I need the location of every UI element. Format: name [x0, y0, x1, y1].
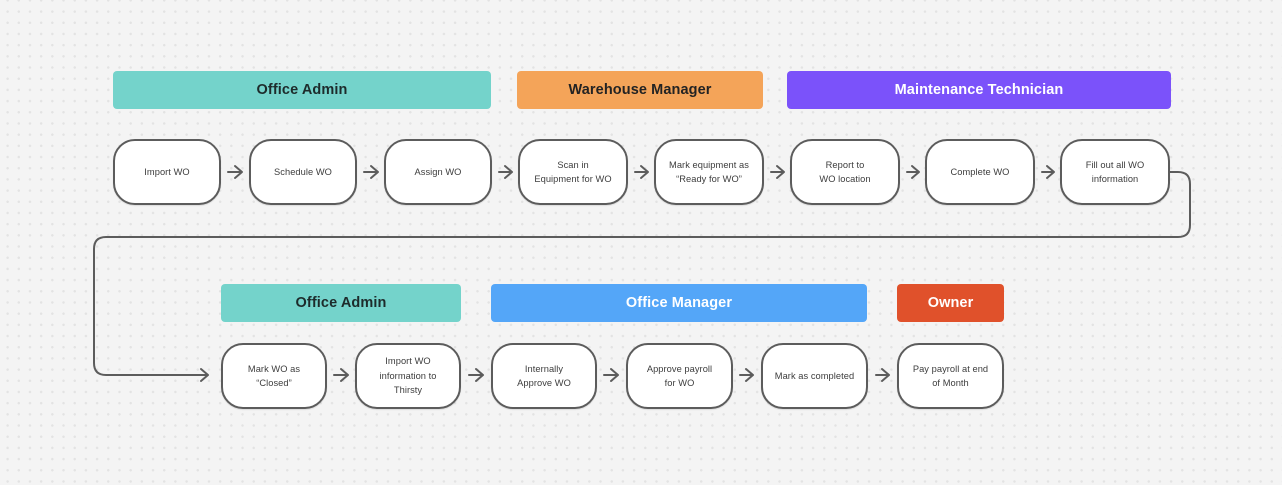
lane-header-label: Maintenance Technician: [894, 81, 1064, 98]
arrowhead-icon: [234, 165, 243, 179]
connector-complete-to-fill-out: [1041, 165, 1055, 179]
lane-header-label: Warehouse Manager: [568, 81, 712, 98]
process-node-pay-payroll-month[interactable]: Pay payroll at end of Month: [897, 343, 1004, 409]
process-node-internally-approve-wo[interactable]: Internally Approve WO: [491, 343, 597, 409]
process-node-scan-in-equipment[interactable]: Scan in Equipment for WO: [518, 139, 628, 205]
lane-header-maintenance-technician[interactable]: Maintenance Technician: [787, 71, 1171, 109]
arrowhead-icon: [370, 165, 379, 179]
lane-header-label: Office Admin: [295, 294, 387, 311]
process-node-mark-equipment-ready[interactable]: Mark equipment as “Ready for WO”: [654, 139, 764, 205]
process-node-label: Mark equipment as “Ready for WO”: [669, 159, 749, 184]
process-node-mark-as-completed[interactable]: Mark as completed: [761, 343, 868, 409]
connector-assign-to-scan: [498, 165, 513, 179]
process-node-complete-wo[interactable]: Complete WO: [925, 139, 1035, 205]
process-node-label: Mark as completed: [774, 370, 855, 381]
lane-header-warehouse-manager[interactable]: Warehouse Manager: [517, 71, 763, 109]
process-node-assign-wo[interactable]: Assign WO: [384, 139, 492, 205]
connector-mark-ready-to-report: [770, 165, 785, 179]
process-node-label: Assign WO: [414, 166, 462, 177]
lane-header-label: Office Manager: [625, 294, 733, 311]
connector-mark-closed-to-import-thirsty: [333, 368, 349, 382]
process-node-label: Import WO information to Thirsty: [379, 356, 437, 396]
connector-report-to-complete: [906, 165, 920, 179]
process-node-fill-out-wo-info[interactable]: Fill out all WO information: [1060, 139, 1170, 205]
process-node-label: Approve payroll for WO: [646, 363, 713, 388]
lane-header-office-manager[interactable]: Office Manager: [491, 284, 867, 322]
arrowhead-icon: [475, 368, 484, 382]
connector-import-to-schedule: [227, 165, 243, 179]
lane-header-label: Office Admin: [256, 81, 348, 98]
lane-header-office-admin-2[interactable]: Office Admin: [221, 284, 461, 322]
arrowhead-icon: [504, 165, 513, 179]
connector-schedule-to-assign: [363, 165, 379, 179]
connector-import-thirsty-to-internally: [468, 368, 484, 382]
process-node-label: Scan in Equipment for WO: [534, 159, 612, 184]
arrowhead-icon: [640, 165, 649, 179]
lane-header-office-admin-1[interactable]: Office Admin: [113, 71, 491, 109]
process-node-label: Schedule WO: [274, 166, 332, 177]
process-node-label: Complete WO: [950, 166, 1010, 177]
arrowhead-icon: [776, 165, 785, 179]
lane-header-owner[interactable]: Owner: [897, 284, 1004, 322]
process-node-import-wo-thirsty[interactable]: Import WO information to Thirsty: [355, 343, 461, 409]
arrowhead-icon: [200, 368, 209, 382]
arrowhead-icon: [1046, 165, 1055, 179]
process-node-label: Import WO: [144, 166, 190, 177]
connector-mark-done-to-pay-payroll: [875, 368, 890, 382]
process-node-label: Pay payroll at end of Month: [912, 363, 989, 388]
connector-scan-to-mark-ready: [634, 165, 649, 179]
process-node-label: Mark WO as “Closed”: [247, 363, 301, 388]
connector-approve-payroll-to-mark-done: [739, 368, 754, 382]
arrowhead-icon: [340, 368, 349, 382]
process-node-label: Report to WO location: [819, 159, 871, 184]
process-node-label: Internally Approve WO: [517, 363, 571, 388]
process-node-schedule-wo[interactable]: Schedule WO: [249, 139, 357, 205]
arrowhead-icon: [911, 165, 920, 179]
lane-header-label: Owner: [927, 294, 974, 311]
process-node-report-to-wo-location[interactable]: Report to WO location: [790, 139, 900, 205]
process-node-label: Fill out all WO information: [1085, 159, 1145, 184]
connector-internally-to-approve-payroll: [603, 368, 619, 382]
arrowhead-icon: [745, 368, 754, 382]
process-node-import-wo[interactable]: Import WO: [113, 139, 221, 205]
process-node-approve-payroll-wo[interactable]: Approve payroll for WO: [626, 343, 733, 409]
process-node-mark-wo-closed[interactable]: Mark WO as “Closed”: [221, 343, 327, 409]
arrowhead-icon: [610, 368, 619, 382]
arrowhead-icon: [881, 368, 890, 382]
